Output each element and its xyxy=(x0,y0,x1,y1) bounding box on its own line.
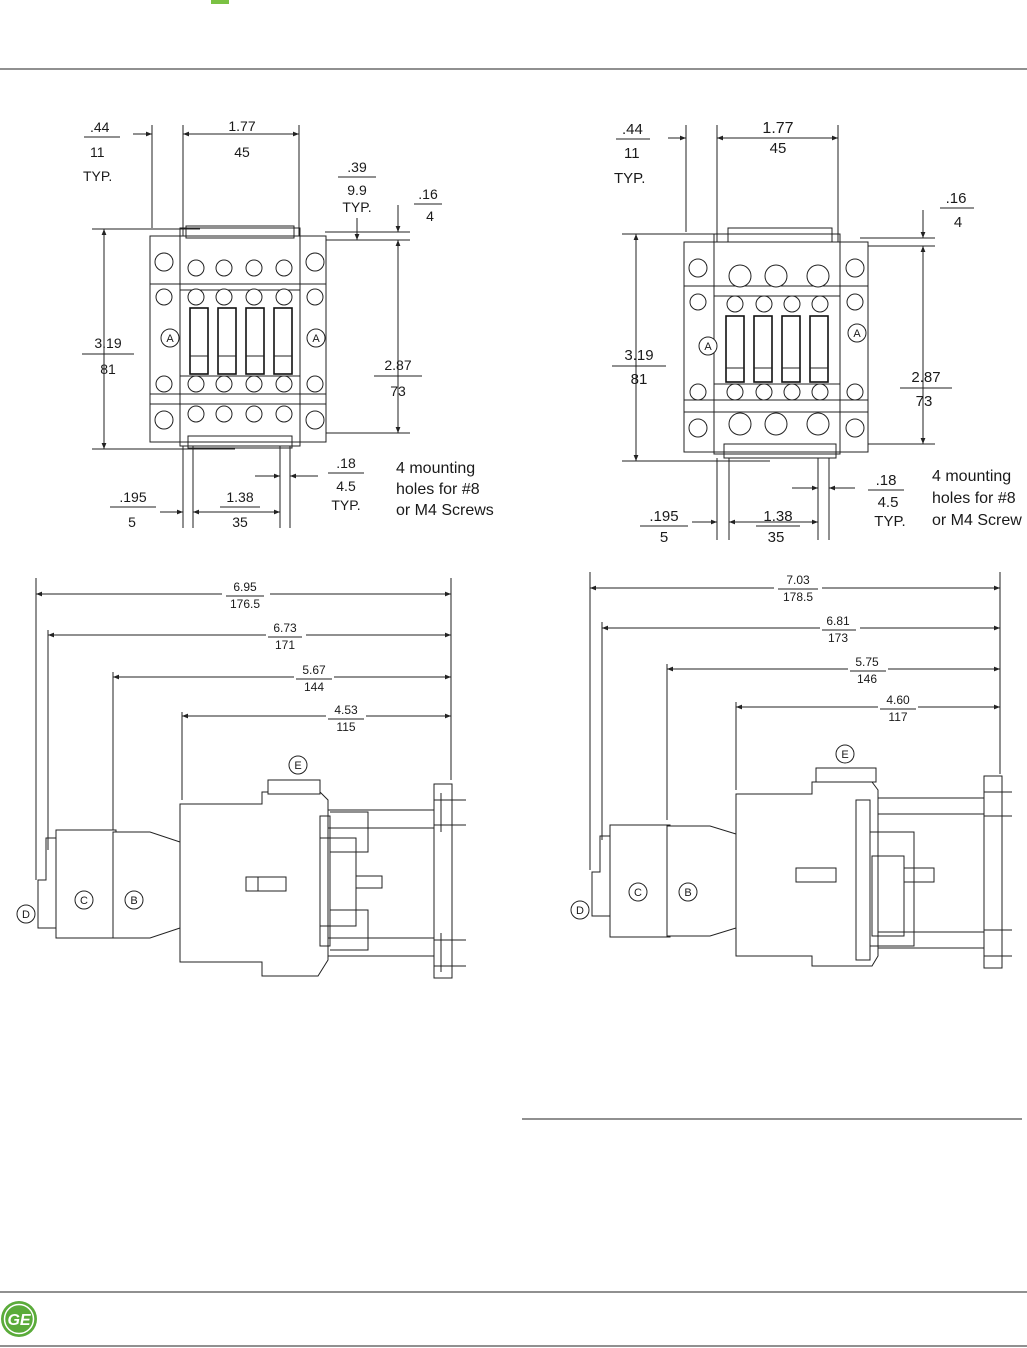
side-label-d: D xyxy=(22,909,30,921)
dim-top-mm: 9.9 xyxy=(347,182,367,198)
dim-corner-in: .16 xyxy=(418,186,438,202)
side-label-b-2: B xyxy=(684,887,691,899)
dim-height-in-2: 3.19 xyxy=(624,347,653,364)
dim-hole-w-in: 1.38 xyxy=(226,489,253,505)
header-accent-mark xyxy=(211,0,229,4)
side-dim-1-in-2: 7.03 xyxy=(786,573,810,587)
mount-note-3: or M4 Screws xyxy=(396,502,494,519)
dim-height-in: 3.19 xyxy=(94,335,121,351)
right-side-view: 7.03 178.5 6.81 173 5.75 146 4.60 117 E … xyxy=(570,572,1012,969)
dim-edge-mm-2: 5 xyxy=(660,529,668,546)
dim-slot-in: .18 xyxy=(336,455,356,471)
dim-height-mm: 81 xyxy=(100,361,116,377)
side-dim-4-mm-2: 117 xyxy=(888,710,907,724)
side-dim-3-in: 5.67 xyxy=(302,663,326,677)
label-a-left-2: A xyxy=(704,341,712,353)
dim-slot-mm-2: 4.5 xyxy=(878,494,899,511)
left-front-view: A A .44 11 TYP. 1.77 45 .39 9.9 TYP. .16… xyxy=(82,118,494,530)
side-label-c-2: C xyxy=(634,887,642,899)
side-dim-3-mm-2: 146 xyxy=(857,672,877,686)
dim-width-in-2: 1.77 xyxy=(762,120,793,137)
logo-text: GE xyxy=(7,1312,31,1329)
mount-note-1-2: 4 mounting xyxy=(932,468,1011,485)
dim-hole-h-mm-2: 73 xyxy=(916,393,933,410)
label-a-right-2: A xyxy=(853,328,861,340)
dim-slot-mm: 4.5 xyxy=(336,478,356,494)
dim-edge-in-2: .195 xyxy=(649,508,678,525)
side-label-d-2: D xyxy=(576,905,584,917)
dim-left-mm-2: 11 xyxy=(624,145,640,162)
right-front-view: A A .44 11 TYP. 1.77 45 .16 4 3.19 81 2.… xyxy=(612,120,1022,546)
dim-corner-mm-2: 4 xyxy=(954,214,962,231)
dim-left-mm: 11 xyxy=(90,144,105,160)
ge-monogram-icon: GE xyxy=(1,1301,37,1337)
dim-top-in: .39 xyxy=(347,159,367,175)
side-dim-4-in-2: 4.60 xyxy=(886,693,910,707)
side-dim-3-mm: 144 xyxy=(304,680,324,694)
label-a-left: A xyxy=(166,333,174,345)
side-dim-1-in: 6.95 xyxy=(233,580,257,594)
side-label-b: B xyxy=(130,895,137,907)
side-label-c: C xyxy=(80,895,88,907)
side-dim-2-in: 6.73 xyxy=(273,621,297,635)
side-dim-4-in: 4.53 xyxy=(334,703,358,717)
dim-hole-w-mm-2: 35 xyxy=(768,529,785,546)
dim-width-mm: 45 xyxy=(234,144,250,160)
side-dim-2-in-2: 6.81 xyxy=(826,614,850,628)
dim-hole-h-mm: 73 xyxy=(390,383,406,399)
mount-note-2-2: holes for #8 xyxy=(932,490,1016,507)
side-dim-4-mm: 115 xyxy=(336,720,355,734)
dim-left-typ: TYP. xyxy=(83,168,112,184)
label-a-right: A xyxy=(312,333,320,345)
dim-slot-in-2: .18 xyxy=(876,472,897,489)
mount-note-2: holes for #8 xyxy=(396,481,480,498)
side-dim-1-mm: 176.5 xyxy=(230,597,260,611)
dim-edge-mm: 5 xyxy=(128,514,136,530)
mount-note-1: 4 mounting xyxy=(396,460,475,477)
dim-width-in: 1.77 xyxy=(228,118,255,134)
dim-left-typ-2: TYP. xyxy=(614,170,645,187)
side-dim-2-mm-2: 173 xyxy=(828,631,848,645)
dim-edge-in: .195 xyxy=(119,489,146,505)
dim-left-in-2: .44 xyxy=(622,121,643,138)
dim-slot-typ: TYP. xyxy=(331,497,360,513)
side-dim-2-mm: 171 xyxy=(275,638,295,652)
left-side-view: 6.95 176.5 6.73 171 5.67 144 4.53 115 xyxy=(16,578,466,979)
side-label-e-2: E xyxy=(841,749,848,761)
dim-slot-typ-2: TYP. xyxy=(874,513,905,530)
dim-corner-in-2: .16 xyxy=(946,190,967,207)
side-label-e: E xyxy=(294,760,301,772)
dim-width-mm-2: 45 xyxy=(770,140,787,157)
dim-top-typ: TYP. xyxy=(342,199,371,215)
dim-hole-w-mm: 35 xyxy=(232,514,248,530)
dim-hole-h-in-2: 2.87 xyxy=(911,369,940,386)
mount-note-3-2: or M4 Screw xyxy=(932,512,1022,529)
side-dim-3-in-2: 5.75 xyxy=(855,655,879,669)
side-dim-1-mm-2: 178.5 xyxy=(783,590,813,604)
dim-hole-w-in-2: 1.38 xyxy=(763,508,792,525)
dim-hole-h-in: 2.87 xyxy=(384,357,411,373)
dim-height-mm-2: 81 xyxy=(631,371,648,388)
dim-corner-mm: 4 xyxy=(426,208,434,224)
dim-left-in: .44 xyxy=(90,119,110,135)
